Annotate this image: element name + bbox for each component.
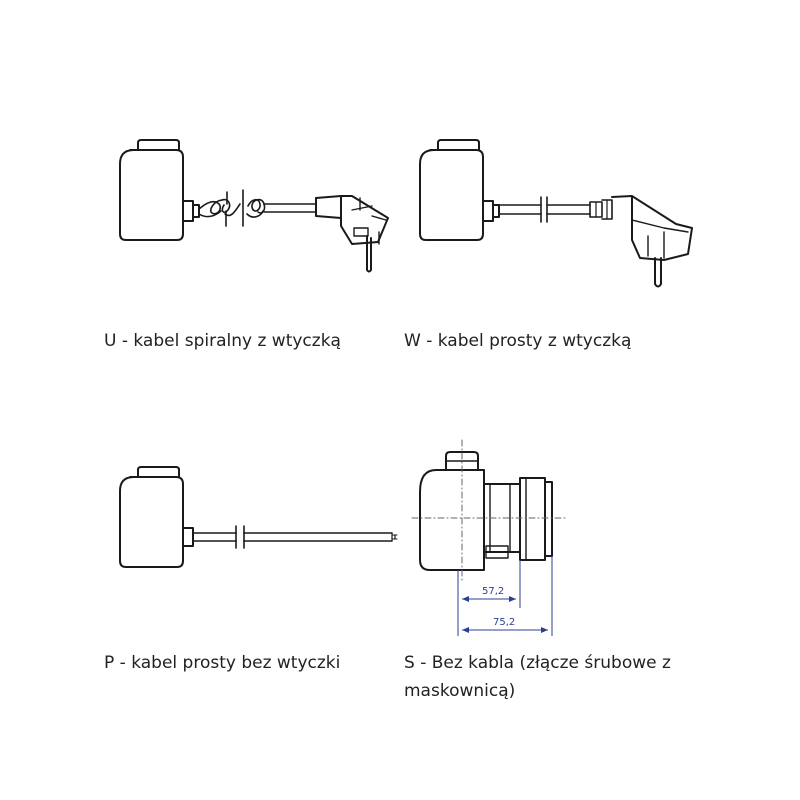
straight-cable-segment-u	[263, 203, 317, 213]
coiled-cable	[198, 189, 266, 227]
angled-plug-w	[589, 195, 693, 288]
centerlines	[411, 439, 569, 581]
variant-w-drawing	[419, 139, 693, 288]
straight-cable-p	[192, 525, 398, 549]
dimension-lines	[457, 556, 553, 636]
variant-p-drawing	[119, 466, 398, 568]
variant-u-drawing	[119, 139, 389, 273]
variant-s-drawing	[411, 439, 569, 581]
caption-variant-s: S - Bez kabla (złącze śrubowe z maskowni…	[404, 649, 724, 705]
screw-connector	[483, 477, 553, 561]
caption-variant-u: U - kabel spiralny z wtyczką	[104, 331, 341, 351]
straight-cable-w	[498, 196, 591, 223]
heater-plug-body-p	[119, 466, 194, 568]
angled-plug-u	[315, 195, 389, 273]
caption-variant-s-line2: maskownicą)	[404, 681, 516, 701]
caption-variant-w: W - kabel prosty z wtyczką	[404, 331, 632, 351]
caption-variant-s-line1: S - Bez kabla (złącze śrubowe z	[404, 653, 671, 673]
heater-plug-body-w	[419, 139, 500, 241]
caption-variant-p: P - kabel prosty bez wtyczki	[104, 653, 341, 673]
dimension-inner-label: 57,2	[482, 586, 504, 597]
heater-plug-body-s	[419, 451, 485, 571]
dimension-outer-label: 75,2	[493, 617, 515, 628]
heater-plug-body-u	[119, 139, 200, 241]
